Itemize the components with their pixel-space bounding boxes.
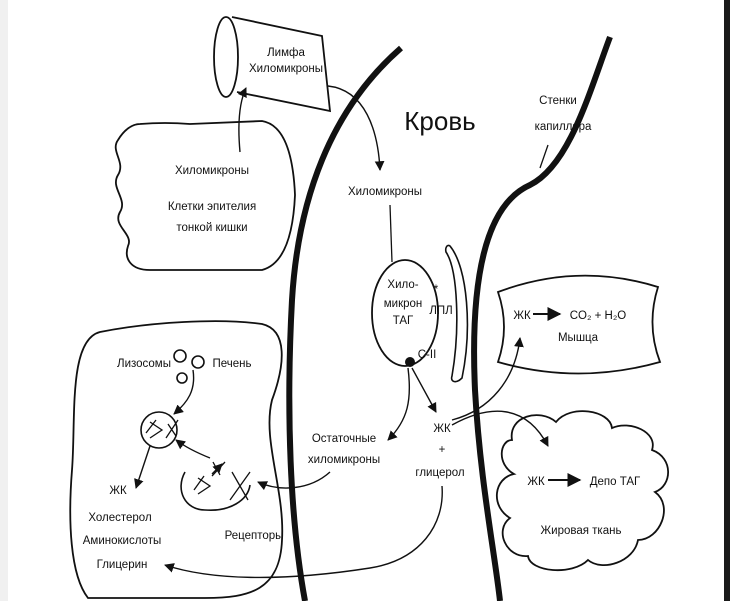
arrow-vesicle-to-endosome <box>175 439 211 459</box>
lymph-vessel <box>213 16 332 113</box>
arrow-receptor-internalization <box>211 463 223 475</box>
liver-label: Печень <box>212 358 251 370</box>
lpl-membrane <box>444 244 469 383</box>
lpl-asterisk: * <box>434 284 439 296</box>
enterocyte-label-line1: Клетки эпителия <box>168 201 256 213</box>
liver-products-cholesterol: Холестерол <box>88 512 151 524</box>
fatty-acids-plus: + <box>439 444 446 456</box>
lysosome-circle <box>191 355 205 369</box>
enterocyte-chylomicrons-label: Хиломикроны <box>175 165 249 177</box>
apo-c2-dot <box>405 357 415 367</box>
receptors-label: Рецепторы <box>225 530 284 542</box>
arrow-lymph-to-blood <box>327 85 385 171</box>
capillary-label-pointer <box>539 144 549 169</box>
adipose-depot-label: Депо ТАГ <box>590 476 641 488</box>
remnant-label-line1: Остаточные <box>312 433 376 445</box>
arrow-chylomicron-to-fatty-acids <box>411 367 437 413</box>
muscle-label: Мышца <box>558 332 599 344</box>
receptor-symbol <box>193 475 212 495</box>
capillary-label-line1: Стенки <box>539 95 577 107</box>
blood-vessel-wall-right <box>471 35 613 601</box>
capillary-label-line2: капилляра <box>535 121 592 133</box>
arrow-glycerol-to-liver <box>164 485 443 579</box>
liver-cell <box>69 320 284 599</box>
chylomicron-stalk <box>389 204 393 263</box>
lymph-label: Лимфа <box>267 47 305 59</box>
enterocyte-label-line2: тонкой кишки <box>176 222 247 234</box>
blood-label: Кровь <box>404 106 475 136</box>
glycerol-label: глицерол <box>415 467 464 479</box>
fatty-acids-label: ЖК <box>433 423 451 435</box>
apo-c2-label: С-II <box>418 349 437 361</box>
arrow-lysosomes-to-endosome <box>173 369 195 415</box>
lpl-label: ЛПЛ <box>429 305 452 317</box>
receptor-symbol <box>165 419 179 439</box>
adipose-tissue-label: Жировая ткань <box>541 525 622 537</box>
adipose-tissue <box>495 410 669 572</box>
endosome-with-receptors <box>140 411 178 449</box>
muscle-cell <box>496 274 662 375</box>
blood-chylomicrons-label: Хиломикроны <box>348 186 422 198</box>
blood-vessel-wall-left <box>286 45 403 601</box>
right-frame-edge <box>724 0 730 601</box>
enterocyte-cell <box>114 120 296 271</box>
lymph-chylomicrons-label: Хиломикроны <box>249 63 323 75</box>
muscle-fa-label: ЖК <box>513 310 531 322</box>
arrow-enterocyte-to-lymph <box>237 87 247 153</box>
chylomicron-particle <box>371 259 439 367</box>
chylomicron-label-line1: Хило- <box>387 279 418 291</box>
receptor-symbol <box>229 471 251 501</box>
liver-products-amino-acids: Аминокислоты <box>83 535 161 547</box>
arrow-endosome-to-products <box>134 445 151 489</box>
remnant-label-line2: хиломикроны <box>308 454 380 466</box>
lysosome-circle <box>176 372 188 384</box>
endocytic-vesicle <box>180 471 251 511</box>
arrow-fatty-acids-to-adipose <box>451 410 549 447</box>
arrow-fatty-acids-to-muscle <box>451 337 524 421</box>
lysosomes-label: Лизосомы <box>117 358 171 370</box>
receptor-symbol <box>145 419 164 439</box>
liver-products-fa: ЖК <box>109 485 127 497</box>
left-frame-edge <box>0 0 8 601</box>
arrow-remnant-to-receptors <box>257 471 331 491</box>
lysosome-circle <box>173 349 187 363</box>
arrow-chylomicron-to-remnant <box>387 367 411 441</box>
chylomicron-label-line2: микрон <box>384 298 423 310</box>
liver-products-glycerol: Глицерин <box>97 559 148 571</box>
adipose-fa-label: ЖК <box>527 476 545 488</box>
muscle-products-label: CO₂ + H₂O <box>570 310 627 322</box>
chylomicron-label-line3: ТАГ <box>393 315 414 327</box>
